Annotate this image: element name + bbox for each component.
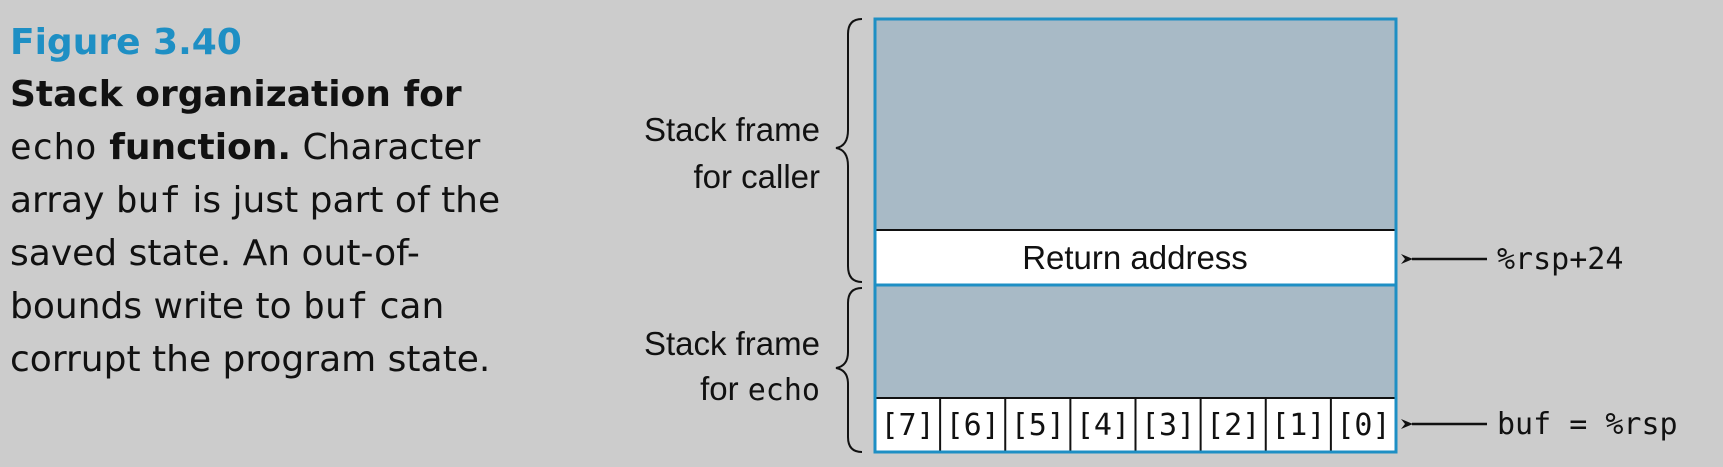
buf-cell-label: [7] (880, 408, 934, 443)
echo-frame-label-line1: Stack frame (644, 325, 820, 362)
caller-frame-region (875, 19, 1396, 230)
caption-bold-heading: Stack organization for (10, 74, 462, 115)
buf-cell-label: [0] (1336, 408, 1390, 443)
buf-cell-label: [4] (1076, 408, 1130, 443)
buf-cells: [7] [6] [5] [4] [3] [2] [1] [0] (880, 398, 1391, 452)
figure-caption: Figure 3.40 Stack organization for echo … (10, 18, 540, 386)
caption-code-buf: buf (115, 180, 181, 221)
caption-text-2: is just part of the saved state. An out-… (10, 180, 501, 327)
return-address-label: Return address (1022, 239, 1248, 276)
caption-text-3: can corrupt the program state. (10, 286, 491, 380)
buf-cell-label: [3] (1141, 408, 1195, 443)
pointer-buf-label: buf = %rsp (1497, 407, 1678, 442)
echo-frame-brace (835, 287, 863, 453)
caption-bold-function: function. (96, 127, 292, 168)
figure-label: Figure 3.40 (10, 22, 242, 63)
stack-outer-border (873, 17, 1398, 454)
caller-frame-label-line2: for caller (693, 158, 820, 195)
buf-cell-label: [6] (946, 408, 1000, 443)
echo-frame-label-code: echo (748, 373, 820, 408)
buf-cell-label: [1] (1271, 408, 1325, 443)
return-address-box (875, 230, 1396, 285)
caption-text-1: Character array (10, 127, 481, 221)
caption-code-echo: echo (10, 127, 97, 168)
buf-cell-label: [5] (1011, 408, 1065, 443)
caption-body: Stack organization for echo function. Ch… (10, 68, 540, 386)
buf-cell-label: [2] (1206, 408, 1260, 443)
echo-frame-label-line2: for echo (700, 370, 820, 408)
caller-frame-label-line1: Stack frame (644, 111, 820, 148)
caption-code-buf-2: buf (303, 286, 369, 327)
echo-frame-label-prefix: for (700, 370, 748, 407)
pointer-return-label: %rsp+24 (1497, 242, 1623, 277)
echo-frame-region (875, 285, 1396, 398)
caller-frame-brace (835, 18, 863, 283)
